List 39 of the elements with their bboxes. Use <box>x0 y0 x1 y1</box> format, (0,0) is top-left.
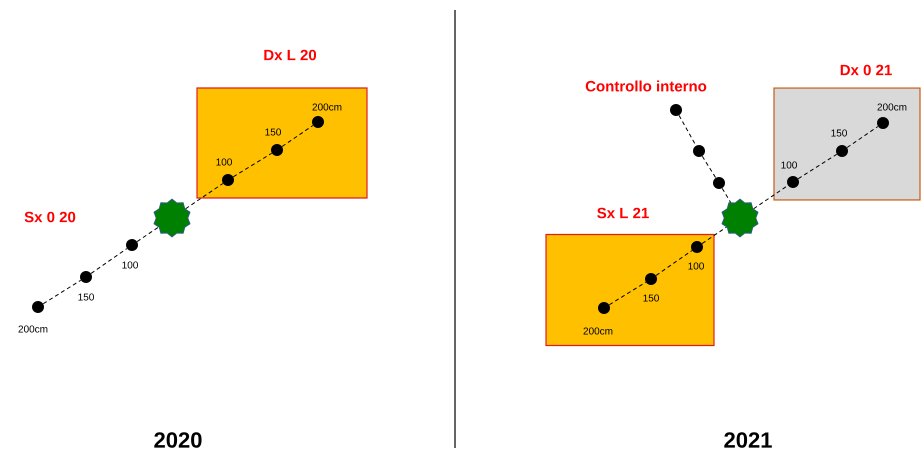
distance-label: 100 <box>688 262 704 270</box>
zone-heading: Dx L 20 <box>264 50 316 60</box>
dashed-line <box>185 183 224 210</box>
year-label: 2020 <box>154 432 202 448</box>
zone-heading: Dx 0 21 <box>840 64 892 76</box>
distance-label: 200cm <box>18 325 48 333</box>
zone-label: Sx 0 20 <box>24 212 76 222</box>
distance-label: 200cm <box>584 327 612 335</box>
dashed-line <box>232 152 272 178</box>
year-label: 2021 <box>724 432 772 448</box>
distance-label: 150 <box>78 293 94 301</box>
zone-heading: Sx L 21 <box>597 208 649 218</box>
dashed-line <box>846 126 878 148</box>
distance-label: 150 <box>265 128 281 136</box>
dashed-line <box>722 188 732 203</box>
dashed-line <box>90 248 128 274</box>
marker-dot <box>670 104 682 116</box>
dashed-line <box>608 282 646 306</box>
dashed-line <box>702 226 727 244</box>
distance-label: 100 <box>216 158 232 166</box>
distance-label: 100 <box>122 261 138 269</box>
distance-label: 150 <box>643 294 659 302</box>
distance-label: 200cm <box>312 103 342 111</box>
distance-label: 200cm <box>878 103 906 111</box>
zone-label: Controllo interno <box>586 80 706 92</box>
dashed-line <box>702 156 716 178</box>
star-marker <box>153 198 191 238</box>
dashed-line <box>753 185 788 210</box>
star-marker <box>721 198 759 238</box>
dashed-line <box>42 280 82 304</box>
marker-dot <box>713 177 725 189</box>
distance-label: 100 <box>781 161 797 169</box>
distance-label: 150 <box>831 129 847 137</box>
dashed-line <box>136 226 159 242</box>
dashed-line <box>656 250 692 276</box>
dashed-line <box>678 114 696 146</box>
dashed-line <box>282 125 314 147</box>
dashed-line <box>798 154 838 180</box>
marker-dot <box>693 145 705 157</box>
